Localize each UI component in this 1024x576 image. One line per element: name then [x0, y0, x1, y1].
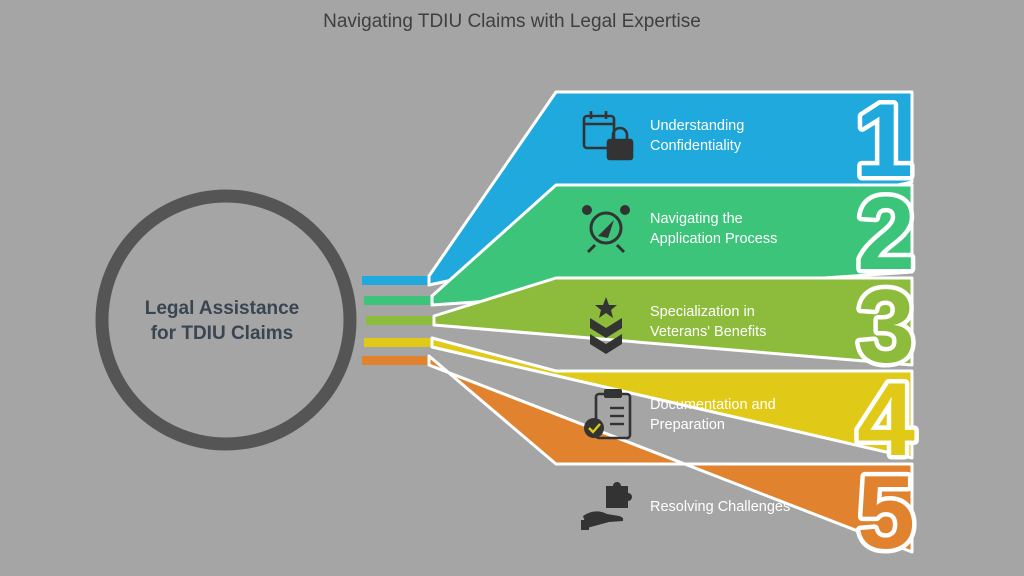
hand-puzzle-icon	[581, 482, 632, 530]
connector-1	[362, 276, 432, 285]
step-number-3: 3	[857, 269, 915, 385]
step-label-5: Resolving Challenges	[650, 497, 850, 517]
center-circle	[95, 189, 357, 451]
step-label-4: Documentation and Preparation	[650, 395, 850, 435]
step-band-3	[432, 276, 914, 367]
step-number-4: 4	[857, 362, 915, 478]
step-label-2: Navigating the Application Process	[650, 209, 850, 249]
navigation-compass-icon	[582, 205, 630, 254]
step-number-1: 1	[855, 83, 913, 199]
diagram-title: Navigating TDIU Claims with Legal Expert…	[323, 11, 701, 32]
center-label-line-2: for TDIU Claims	[150, 323, 294, 344]
center-label-line-1: Legal Assistance	[144, 298, 300, 319]
connector-3	[366, 316, 436, 325]
step-label-2-line-2: Application Process	[650, 231, 778, 247]
step-number-5: 5	[857, 455, 915, 571]
step-label-4-line-2: Preparation	[650, 417, 725, 433]
step-label-3: Specialization in Veterans' Benefits	[650, 302, 850, 342]
military-rank-icon	[590, 297, 622, 354]
calendar-lock-icon	[582, 111, 634, 161]
step-label-3-line-1: Specialization in	[650, 304, 755, 320]
connector-4	[364, 338, 434, 347]
step-label-5-line-1: Resolving Challenges	[650, 499, 791, 515]
step-label-4-line-1: Documentation and	[650, 397, 776, 413]
step-label-2-line-1: Navigating the	[650, 211, 743, 227]
clipboard-check-icon	[584, 389, 632, 440]
step-number-2: 2	[857, 176, 915, 292]
connector-2	[364, 296, 434, 305]
connector-5	[362, 356, 432, 365]
step-band-5	[427, 354, 914, 554]
step-band-4	[430, 336, 914, 460]
step-label-1: Understanding Confidentiality	[650, 116, 850, 156]
center-label: Legal Assistance for TDIU Claims	[122, 296, 322, 346]
step-band-2	[430, 183, 914, 307]
step-label-1-line-1: Understanding	[650, 118, 745, 134]
step-label-1-line-2: Confidentiality	[650, 138, 742, 154]
step-label-3-line-2: Veterans' Benefits	[650, 324, 767, 340]
